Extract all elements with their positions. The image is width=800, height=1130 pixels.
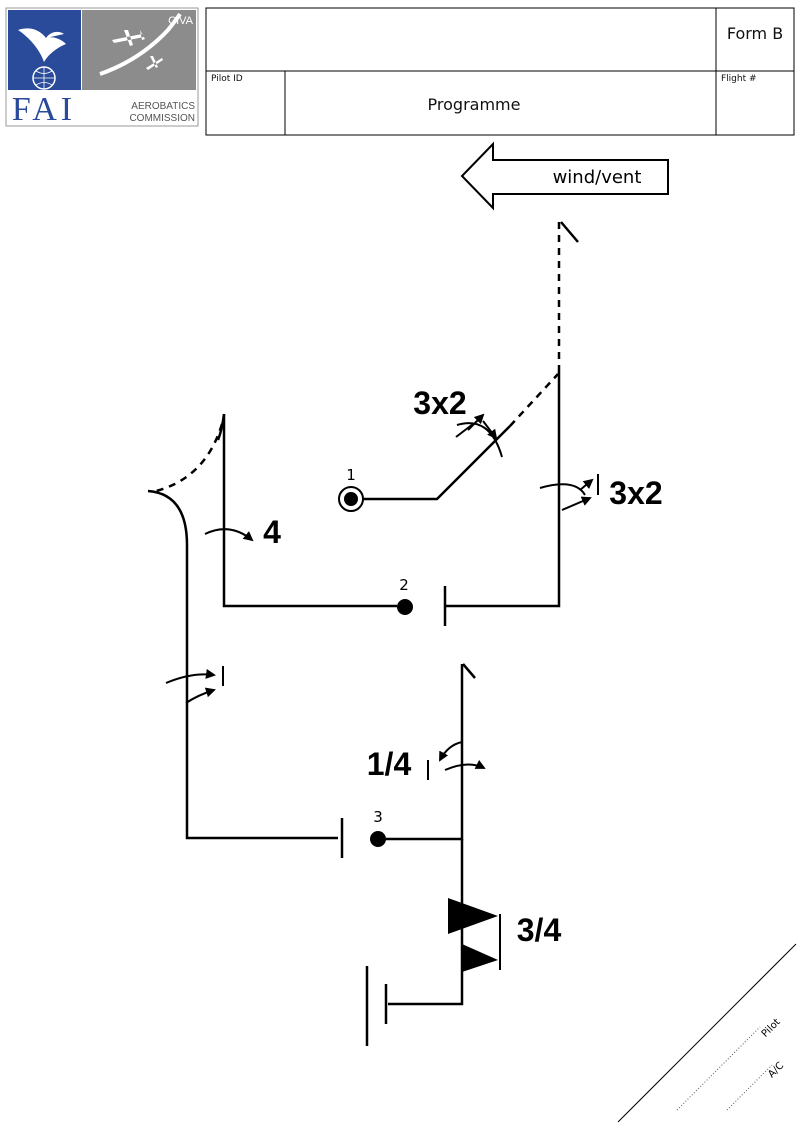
figure-3-down-line: [388, 839, 464, 1006]
figure-1-line-2: [445, 372, 561, 608]
figure-1-roll-arc-2: [539, 483, 586, 496]
figure-1-dashed-line: [509, 373, 559, 427]
commission-line-1: AEROBATICS: [131, 101, 195, 112]
signature-corner: Pilot A/C: [617, 943, 797, 1123]
aircraft-icon: [112, 30, 145, 46]
figure-1-end-tick: [560, 221, 579, 243]
figure-1-roll-label-2: 3x2: [609, 475, 662, 511]
figure-2-line: [222, 414, 397, 608]
figure-2-roll-arrow: [204, 528, 254, 542]
figure-2-descending-line: [147, 489, 338, 840]
figure-3-start-dot: [370, 831, 386, 847]
wind-arrow: wind/vent: [460, 141, 669, 211]
eagle-icon: [18, 28, 66, 63]
figure-3-top-tick: [462, 663, 476, 679]
figure-3: [365, 663, 501, 1046]
figure-2-start-dot: [397, 599, 413, 615]
figure-2-roll-label: 4: [263, 514, 281, 550]
header-grid: [205, 7, 795, 136]
figure-1-line: [363, 425, 511, 501]
aircraft-signature-label: A/C: [766, 1060, 786, 1080]
figure-3-snap-label: 3/4: [517, 912, 562, 948]
figure-3-number: 3: [373, 808, 383, 826]
fai-civa-logo: CIVA FAI AEROBATICS COMMISSION: [5, 7, 199, 128]
figure-1-roll-arc: [456, 422, 503, 458]
figure-1-roll-arrow: [467, 413, 485, 431]
programme-label: Programme: [428, 95, 521, 114]
figure-1-roll-label: 3x2: [413, 385, 466, 421]
form-label: Form B: [727, 24, 783, 43]
figure-2-roll-arrow-2: [165, 668, 216, 684]
glider-icon: [146, 56, 163, 70]
fai-text: FAI: [12, 91, 76, 128]
figure-1-number: 1: [346, 466, 356, 484]
logo-grey-panel: [82, 10, 196, 90]
figure-2-dashed-arc: [151, 423, 224, 494]
pilot-id-label: Pilot ID: [211, 74, 243, 84]
figure-2: [147, 413, 447, 858]
wind-label: wind/vent: [553, 167, 642, 188]
pilot-signature-line[interactable]: [676, 1026, 761, 1111]
figure-1-start-dot: [344, 492, 358, 506]
figure-1-roll-arrow-2: [579, 478, 594, 491]
figure-3-snap-triangle-2: [462, 944, 498, 972]
pilot-signature-label: Pilot: [760, 1017, 783, 1040]
figure-1: [338, 221, 599, 608]
figure-3-roll-arrow: [444, 759, 486, 771]
civa-text: CIVA: [168, 15, 194, 27]
aircraft-signature-line[interactable]: [726, 1064, 773, 1111]
commission-line-2: COMMISSION: [129, 113, 195, 124]
figure-3-snap-triangle-1: [448, 898, 498, 934]
flight-number-label: Flight #: [721, 74, 757, 84]
figure-2-number: 2: [399, 576, 409, 594]
figure-3-roll-label: 1/4: [367, 746, 412, 782]
